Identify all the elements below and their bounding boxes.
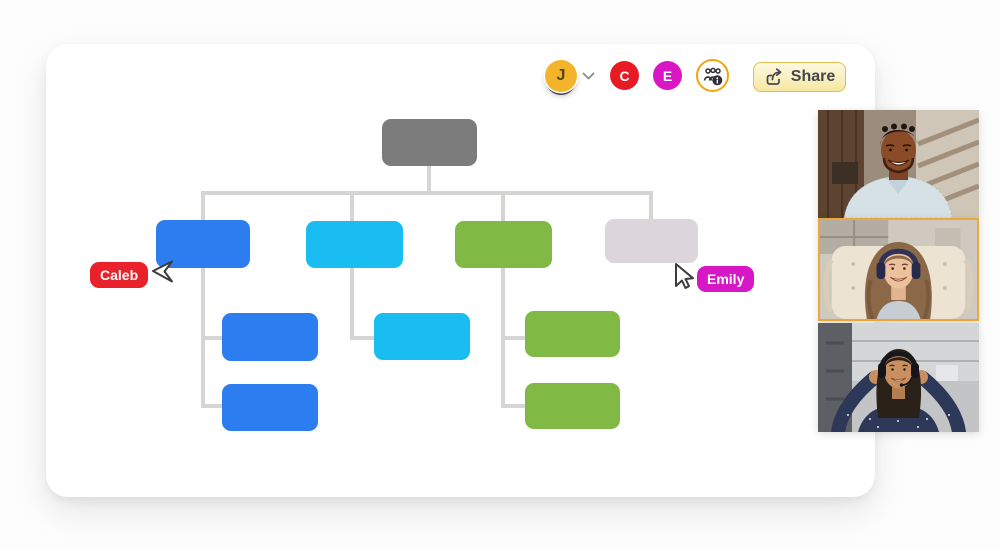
connector-line	[201, 193, 205, 221]
cursor-arrow-icon	[675, 263, 694, 289]
org-node-green-child-1[interactable]	[525, 311, 620, 357]
participant-1-video	[818, 110, 979, 218]
org-node-blue[interactable]	[156, 220, 250, 268]
collaborators-info-button[interactable]	[696, 59, 729, 92]
whiteboard-canvas: J C E	[46, 44, 875, 497]
org-node-lavender[interactable]	[605, 219, 698, 263]
cursor-name-badge: Emily	[697, 266, 755, 292]
collaborator-initial: E	[662, 67, 673, 84]
collaborator-avatar-c[interactable]: C	[610, 61, 639, 90]
remote-cursor-emily: Emily	[672, 262, 755, 292]
org-node-green-child-2[interactable]	[525, 383, 620, 429]
participant-2-video	[820, 220, 977, 319]
org-node-green[interactable]	[455, 221, 552, 268]
org-node-root[interactable]	[382, 119, 477, 166]
connector-line	[503, 404, 525, 408]
share-button-label: Share	[790, 68, 836, 85]
connector-line	[350, 193, 354, 222]
video-tile-participant-2-active[interactable]	[818, 218, 979, 321]
connector-line	[427, 166, 431, 193]
chevron-down-icon[interactable]	[582, 72, 595, 81]
connector-line	[203, 404, 222, 408]
connector-line	[649, 193, 653, 220]
connector-line	[352, 336, 374, 340]
video-tile-participant-1[interactable]	[818, 110, 979, 218]
connector-line	[350, 268, 354, 340]
org-chart	[46, 44, 875, 497]
collaborator-initial: C	[619, 67, 630, 84]
cursor-name-badge: Caleb	[90, 262, 149, 288]
participant-3-video	[818, 323, 979, 432]
connector-line	[501, 193, 505, 222]
video-tile-participant-3[interactable]	[818, 323, 979, 432]
connector-line	[203, 336, 222, 340]
current-user-avatar[interactable]: J	[545, 60, 577, 92]
share-button[interactable]: Share	[753, 62, 846, 92]
org-node-blue-child-2[interactable]	[222, 384, 318, 431]
collaborators-info-icon	[703, 67, 722, 85]
org-node-cyan[interactable]	[306, 221, 403, 268]
org-node-blue-child-1[interactable]	[222, 313, 318, 361]
video-call-strip	[818, 110, 979, 432]
connector-line	[201, 191, 653, 195]
cursor-arrow-left-icon	[152, 260, 174, 283]
share-icon	[766, 68, 782, 85]
collaboration-toolbar: J C E	[46, 44, 875, 104]
current-user-initial: J	[556, 67, 566, 84]
org-node-cyan-child-1[interactable]	[374, 313, 470, 360]
remote-cursor-caleb: Caleb	[90, 258, 175, 288]
connector-line	[503, 336, 525, 340]
collaborator-avatar-e[interactable]: E	[653, 61, 682, 90]
